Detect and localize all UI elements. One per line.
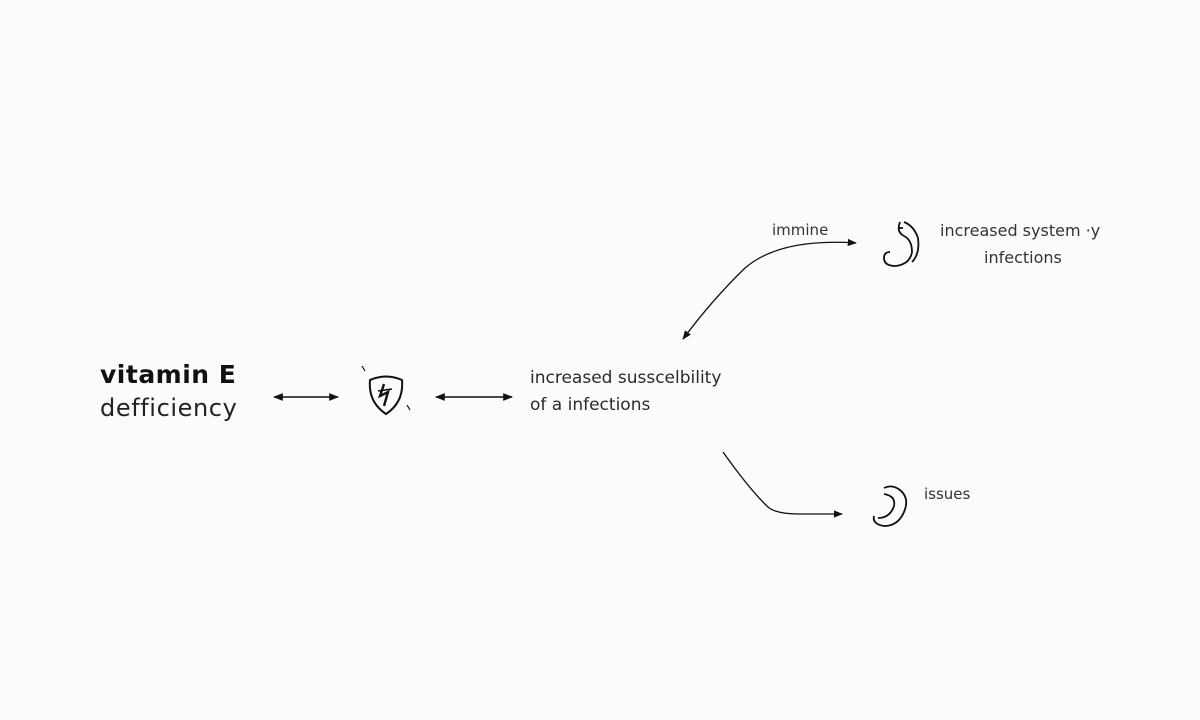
immune-shield-icon (361, 365, 411, 416)
bottom-node-label: issues (924, 485, 971, 503)
stomach-icon (883, 221, 920, 267)
start-node-title: vitamin E (100, 360, 237, 389)
start-node-subtitle: defficiency (100, 394, 238, 422)
arrow-top-curve (682, 238, 857, 340)
center-node-line1: increased susscelbility (530, 368, 722, 388)
center-node-line2: of a infections (530, 395, 651, 415)
stomach-icon (872, 485, 908, 527)
top-node-line1: increased system ·y (940, 221, 1101, 240)
top-edge-label: immine (772, 221, 829, 239)
arrow-bottom-curve (722, 451, 843, 518)
top-node-line2: infections (984, 248, 1062, 267)
